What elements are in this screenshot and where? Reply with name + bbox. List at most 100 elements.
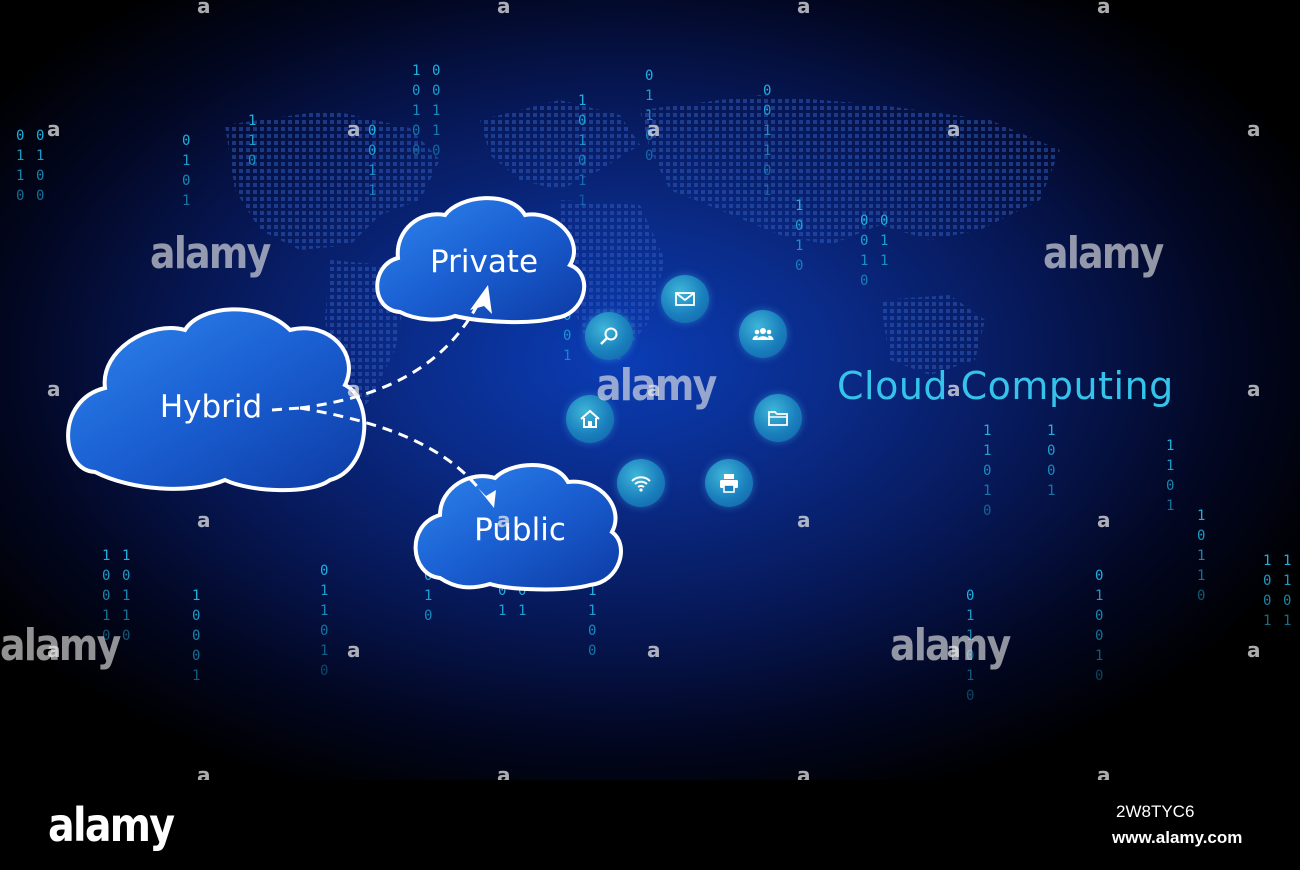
public-cloud-shape bbox=[413, 463, 623, 592]
watermark-text: alamy bbox=[150, 228, 271, 279]
binary-digit: 1 bbox=[1283, 613, 1291, 629]
binary-digit: 0 bbox=[412, 83, 420, 99]
binary-digit: 1 bbox=[983, 423, 991, 439]
binary-digit: 1 bbox=[182, 193, 190, 209]
binary-digit: 0 bbox=[1095, 608, 1103, 624]
binary-digit: 1 bbox=[763, 123, 771, 139]
binary-digit: 0 bbox=[1263, 573, 1271, 589]
binary-digit: 1 bbox=[1166, 458, 1174, 474]
binary-digit: 0 bbox=[880, 213, 888, 229]
watermark-glyph: a bbox=[197, 763, 211, 780]
binary-digit: 0 bbox=[860, 233, 868, 249]
binary-digit: 0 bbox=[983, 463, 991, 479]
binary-digit: 0 bbox=[16, 128, 24, 144]
printer-icon bbox=[705, 459, 753, 507]
watermark-glyph: a bbox=[197, 0, 211, 18]
binary-digit: 1 bbox=[320, 583, 328, 599]
binary-digit: 1 bbox=[424, 588, 432, 604]
binary-digit: 1 bbox=[763, 143, 771, 159]
binary-digit: 0 bbox=[645, 68, 653, 84]
binary-digit: 0 bbox=[182, 173, 190, 189]
binary-digit: 0 bbox=[320, 563, 328, 579]
wifi-icon bbox=[617, 459, 665, 507]
watermark-glyph: a bbox=[47, 117, 61, 141]
binary-digit: 1 bbox=[1166, 498, 1174, 514]
binary-digit: 1 bbox=[192, 668, 200, 684]
watermark-glyph: a bbox=[797, 508, 811, 532]
binary-digit: 0 bbox=[860, 273, 868, 289]
binary-digit: 1 bbox=[320, 643, 328, 659]
binary-digit: 1 bbox=[122, 608, 130, 624]
watermark-glyph: a bbox=[347, 638, 361, 662]
binary-digit: 1 bbox=[1047, 423, 1055, 439]
private-cloud-label: Private bbox=[429, 244, 539, 280]
search-icon bbox=[585, 312, 633, 360]
binary-digit: 1 bbox=[588, 603, 596, 619]
binary-digit: 0 bbox=[182, 133, 190, 149]
binary-digit: 0 bbox=[412, 143, 420, 159]
binary-digit: 0 bbox=[795, 218, 803, 234]
binary-digit: 1 bbox=[645, 108, 653, 124]
binary-digit: 1 bbox=[1047, 483, 1055, 499]
binary-digit: 1 bbox=[966, 668, 974, 684]
binary-digit: 0 bbox=[368, 143, 376, 159]
binary-digit: 0 bbox=[192, 628, 200, 644]
binary-digit: 0 bbox=[368, 123, 376, 139]
binary-digit: 1 bbox=[1283, 573, 1291, 589]
binary-digit: 0 bbox=[1047, 463, 1055, 479]
watermark-glyph: a bbox=[347, 377, 361, 401]
mail-icon bbox=[661, 275, 709, 323]
binary-digit: 0 bbox=[1047, 443, 1055, 459]
binary-digit: 0 bbox=[36, 128, 44, 144]
binary-digit: 1 bbox=[368, 163, 376, 179]
watermark-glyph: a bbox=[647, 117, 661, 141]
binary-digit: 1 bbox=[983, 443, 991, 459]
binary-digit: 0 bbox=[588, 643, 596, 659]
cloud-diagram bbox=[66, 196, 623, 592]
watermark-text: alamy bbox=[0, 620, 121, 671]
binary-digit: 0 bbox=[966, 588, 974, 604]
arrow-head-private bbox=[470, 285, 492, 314]
binary-digit: 1 bbox=[966, 608, 974, 624]
binary-digit: 0 bbox=[432, 63, 440, 79]
binary-digit: 0 bbox=[1263, 593, 1271, 609]
binary-digit: 0 bbox=[36, 168, 44, 184]
binary-digit: 0 bbox=[1197, 528, 1205, 544]
watermark-glyph: a bbox=[947, 638, 961, 662]
binary-digit: 1 bbox=[248, 133, 256, 149]
binary-digit: 1 bbox=[102, 548, 110, 564]
watermark-glyph: a bbox=[797, 0, 811, 18]
binary-digit: 1 bbox=[1166, 438, 1174, 454]
binary-digit: 1 bbox=[983, 483, 991, 499]
binary-digit: 1 bbox=[102, 608, 110, 624]
binary-digit: 1 bbox=[182, 153, 190, 169]
binary-digit: 0 bbox=[578, 153, 586, 169]
watermark-glyph: a bbox=[497, 508, 511, 532]
watermark-text: alamy bbox=[890, 620, 1011, 671]
watermark-glyph: a bbox=[1247, 377, 1261, 401]
binary-digit: 0 bbox=[983, 503, 991, 519]
binary-digit: 0 bbox=[424, 608, 432, 624]
users-icon bbox=[739, 310, 787, 358]
watermark-glyph: a bbox=[1247, 117, 1261, 141]
binary-digit: 1 bbox=[192, 588, 200, 604]
binary-digit: 0 bbox=[588, 623, 596, 639]
home-icon bbox=[566, 395, 614, 443]
watermark-glyph: a bbox=[947, 117, 961, 141]
binary-digit: 1 bbox=[16, 148, 24, 164]
binary-digit: 1 bbox=[578, 93, 586, 109]
binary-digit: 1 bbox=[368, 183, 376, 199]
binary-digit: 1 bbox=[1095, 648, 1103, 664]
binary-digit: 1 bbox=[645, 88, 653, 104]
binary-digit: 0 bbox=[518, 583, 526, 599]
binary-digit: 0 bbox=[320, 623, 328, 639]
binary-digit: 1 bbox=[578, 133, 586, 149]
binary-digit: 1 bbox=[16, 168, 24, 184]
binary-digit: 0 bbox=[16, 188, 24, 204]
binary-digit: 0 bbox=[763, 163, 771, 179]
binary-digit: 1 bbox=[1263, 553, 1271, 569]
watermark-glyph: a bbox=[947, 377, 961, 401]
watermark-glyph: a bbox=[497, 0, 511, 18]
watermark-glyph: a bbox=[1097, 508, 1111, 532]
binary-digit: 0 bbox=[412, 123, 420, 139]
